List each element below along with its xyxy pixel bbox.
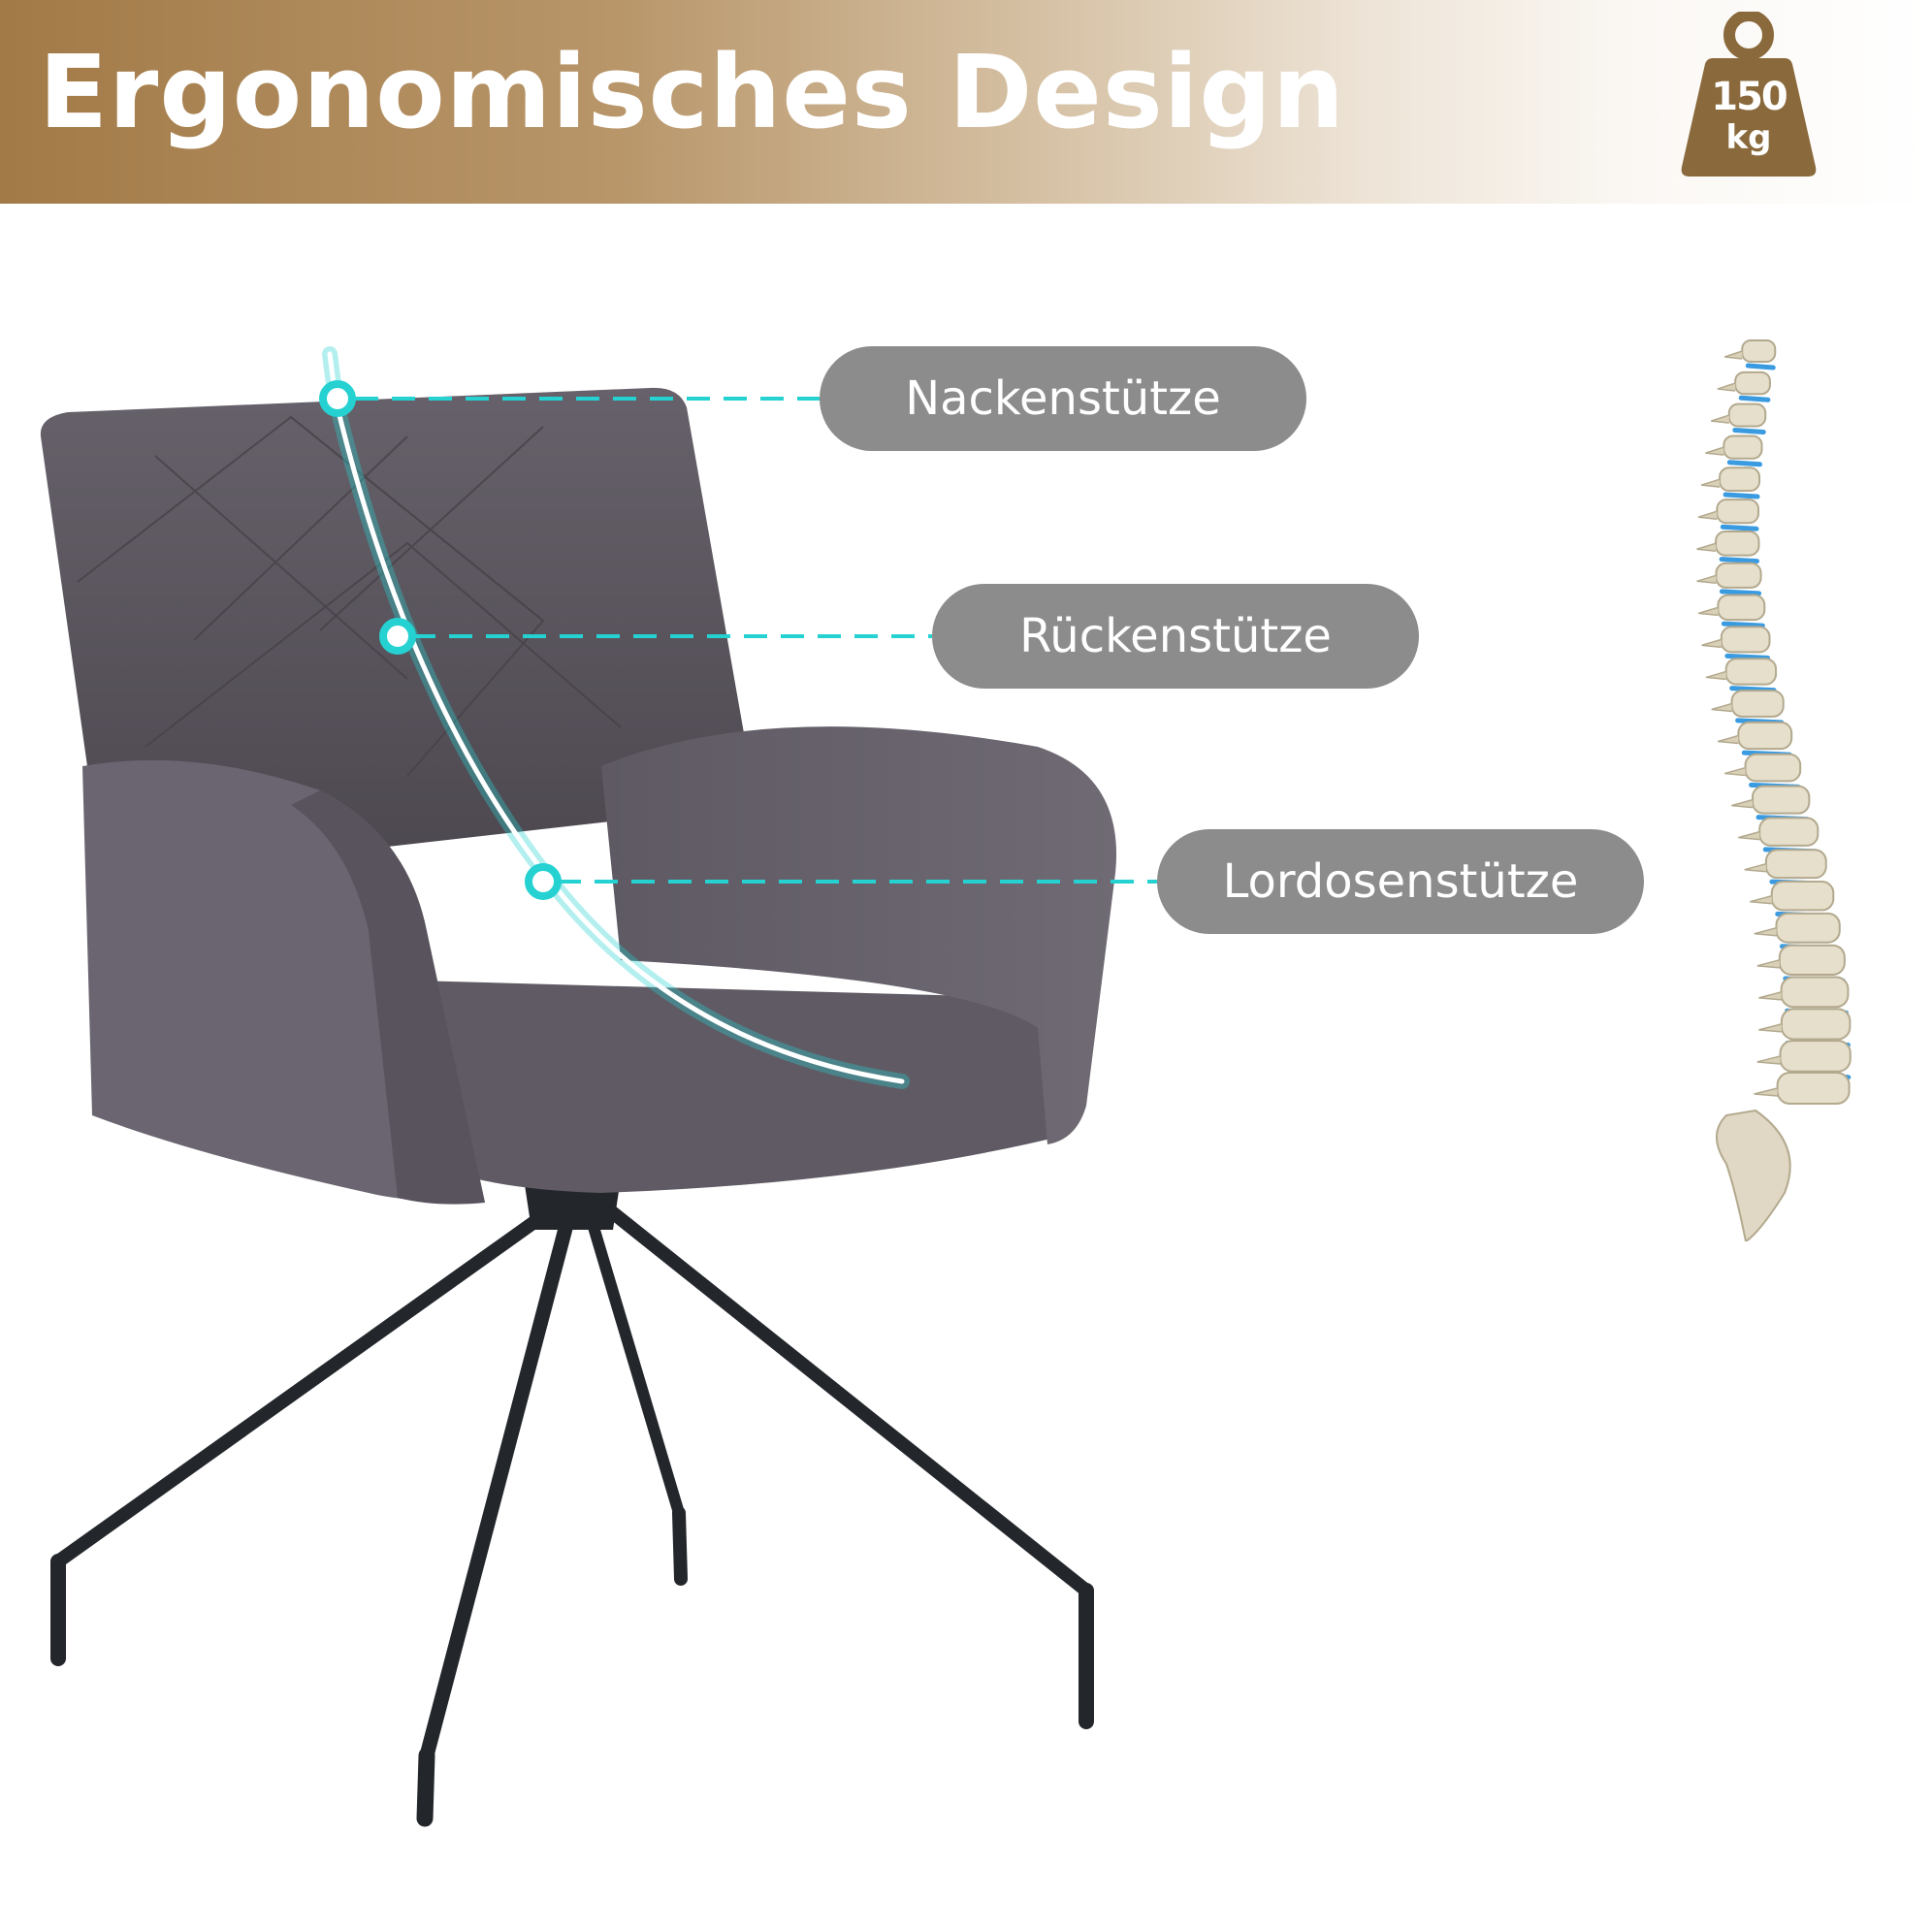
intervertebral-disc [1719,557,1759,564]
vertebra [1715,530,1760,557]
connector-lines [355,397,1157,884]
chair-legs [50,1181,1094,1827]
vertebra-process [1756,959,1781,969]
intervertebral-disc [1732,428,1766,435]
vertebra-process [1717,382,1736,392]
vertebra [1780,976,1850,1009]
vertebra-process [1744,862,1767,873]
weight-value: 150 [1711,75,1788,119]
spine-illustration [1696,339,1852,1241]
vertebra [1717,594,1766,622]
vertebra [1752,785,1811,815]
vertebra [1727,402,1767,428]
vertebra [1770,881,1835,912]
vertebra-process [1758,991,1782,1001]
vertebra [1730,690,1785,718]
vertebra [1719,466,1761,493]
vertebra [1775,912,1841,944]
vertebra [1776,1072,1851,1105]
vertebra-process [1756,1055,1781,1065]
weight-unit: kg [1725,118,1772,157]
vertebra [1716,499,1760,525]
intervertebral-disc [1719,589,1762,596]
vertebra-process [1696,574,1717,585]
vertebra [1780,1008,1852,1041]
vertebra [1720,626,1771,654]
vertebra-process [1711,702,1732,713]
chair-seat [378,980,1084,1193]
weight-badge: 150 kg [1676,10,1821,184]
vertebra-process [1754,927,1777,937]
vertebra-process [1697,510,1718,520]
vertebra [1724,658,1778,686]
intervertebral-disc [1745,363,1776,370]
intervertebral-disc [1726,460,1763,467]
back-anchor-dot [379,618,416,655]
vertebra [1737,721,1793,751]
intervertebral-disc [1721,621,1765,628]
neck-anchor-dot [319,380,356,417]
label-neck-support: Nackenstütze [820,346,1306,451]
vertebra-process [1718,734,1739,745]
vertebra [1734,370,1771,396]
intervertebral-disc [1724,653,1771,660]
vertebra-process [1758,1023,1783,1033]
vertebra-process [1754,1087,1778,1097]
vertebra-process [1701,638,1723,649]
vertebra [1723,434,1763,460]
lumbar-anchor-dot [525,863,562,900]
vertebra-process [1705,670,1726,681]
vertebra-process [1738,830,1760,841]
label-lumbar-support: Lordosenstütze [1157,829,1644,934]
intervertebral-disc [1720,524,1759,531]
page-title: Ergonomisches Design [39,33,1345,151]
vertebra [1741,339,1777,363]
vertebra [1715,562,1762,589]
label-back-support: Rückenstütze [932,584,1419,689]
vertebra-process [1723,766,1746,777]
vertebra [1779,1040,1852,1073]
intervertebral-disc [1723,492,1760,499]
vertebra-process [1700,478,1721,488]
vertebra-process [1696,542,1717,553]
header-banner: Ergonomisches Design 150 kg [0,0,1932,204]
vertebra-process [1724,350,1743,360]
vertebra [1744,753,1802,783]
intervertebral-disc [1738,395,1771,402]
vertebra-process [1705,446,1724,456]
weight-icon [1681,10,1817,177]
vertebra [1778,944,1846,976]
vertebra-process [1731,798,1754,809]
vertebra [1758,817,1819,847]
vertebra-process [1711,414,1730,424]
vertebra-process [1750,895,1772,905]
vertebra-process [1698,606,1719,617]
chair-armrest-right [601,726,1116,1144]
vertebra [1764,849,1827,880]
spine-vertebrae [1696,339,1852,1105]
